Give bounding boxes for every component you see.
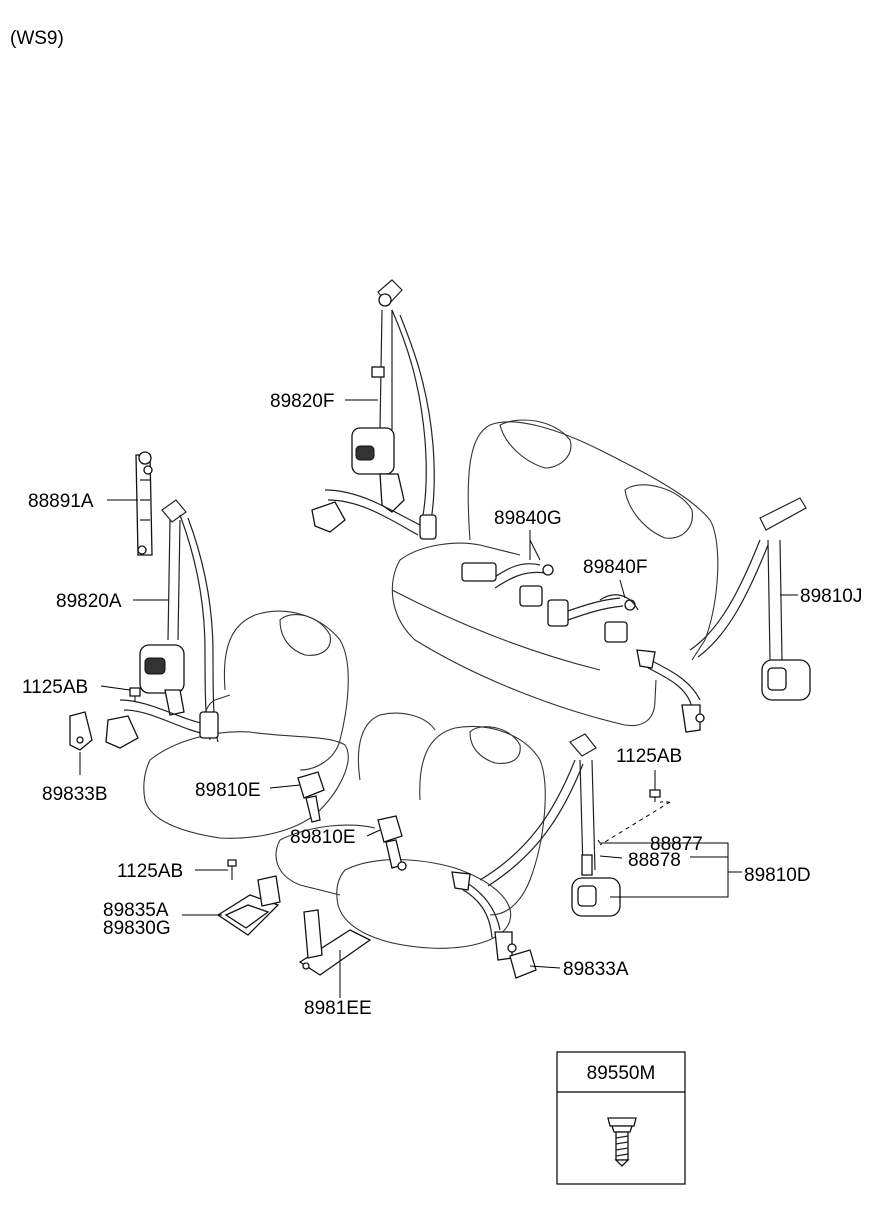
label-89840G: 89840G: [494, 508, 562, 529]
label-89810J: 89810J: [800, 586, 862, 607]
rear-center-buckles: [461, 539, 639, 643]
label-89810D: 89810D: [744, 865, 811, 886]
label-89810E-upper: 89810E: [195, 780, 261, 801]
label-88891A: 88891A: [28, 491, 94, 512]
bolt-right: [599, 789, 671, 846]
label-89820F: 89820F: [270, 391, 334, 412]
anchor-bracket-right: [509, 949, 537, 979]
label-89833B: 89833B: [42, 784, 108, 805]
bolt-icon: [607, 1117, 637, 1167]
callout-labels: 89820F 88891A 89820A 1125AB 89833B 89840…: [22, 391, 862, 1019]
anchor-bracket-left: [69, 711, 93, 751]
rear-center-retractor-belt: [311, 279, 437, 540]
rear-bench-seat: [391, 419, 719, 727]
inset-box: 89550M: [556, 1051, 686, 1185]
rear-right-belt: [636, 497, 811, 733]
diagram-model-code: (WS9): [10, 28, 64, 49]
rear-center-buckle-base: [298, 909, 372, 976]
bolt-left: [129, 687, 141, 702]
label-1125AB-left: 1125AB: [22, 677, 88, 698]
label-8981EE: 8981EE: [304, 998, 372, 1019]
front-left-retractor-belt: [105, 499, 219, 749]
inset-part-number: 89550M: [587, 1063, 656, 1084]
bolt-bottom: [227, 859, 237, 880]
label-89810E-lower: 89810E: [290, 827, 356, 848]
label-89833A: 89833A: [563, 959, 629, 980]
label-88877: 88877: [650, 834, 703, 855]
label-88878: 88878: [628, 850, 681, 871]
front-left-buckle: [297, 771, 325, 823]
front-right-retractor-belt: [451, 733, 621, 961]
label-89835A: 89835A: [103, 900, 169, 921]
front-right-seat: [275, 712, 546, 949]
height-adjuster: [135, 451, 153, 556]
front-right-buckle: [377, 815, 407, 871]
label-89830G: 89830G: [103, 918, 171, 939]
label-1125AB-right: 1125AB: [616, 746, 682, 767]
label-1125AB-bottom: 1125AB: [117, 861, 183, 882]
leader-lines: [79, 399, 798, 998]
label-89840F: 89840F: [583, 557, 647, 578]
console-buckle: [216, 875, 281, 936]
label-89820A: 89820A: [56, 591, 122, 612]
